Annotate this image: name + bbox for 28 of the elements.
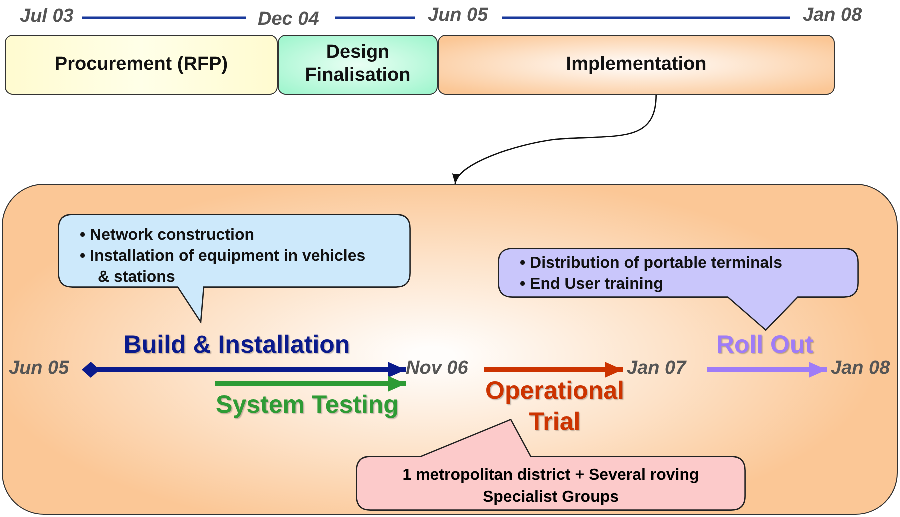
edge-label: Build & Installation: [122, 330, 352, 361]
edge-label: Roll Out: [715, 330, 815, 361]
timeline-date: Jun 05: [428, 5, 488, 27]
speech-bubble: [498, 248, 859, 332]
milestone-date: Nov 06: [406, 358, 478, 382]
bullet-item: • End User training: [520, 274, 664, 295]
bullet-item: • Distribution of portable terminals: [520, 254, 784, 274]
phase-bar: Design Finalisation: [278, 35, 438, 95]
edge-label: Operational Trial: [484, 376, 626, 438]
timeline-date: Jan 08: [803, 5, 862, 27]
arrow: [707, 362, 827, 378]
arrow: [454, 94, 657, 184]
phase-panel: [2, 184, 898, 515]
milestone-date: Jan 07: [627, 358, 695, 382]
arrow: [82, 362, 406, 378]
speech-bubble: [58, 214, 411, 324]
phase-bar: Implementation: [438, 35, 835, 95]
callout-text: 1 metropolitan district + Several roving Specialist Groups: [402, 466, 700, 508]
milestone-date: Jun 05: [9, 358, 79, 382]
edge-label: System Testing: [215, 390, 400, 421]
arrow: [484, 362, 623, 378]
arrow: [215, 376, 406, 392]
milestone-date: Jan 08: [831, 358, 899, 382]
phase-bar: Procurement (RFP): [5, 35, 278, 95]
bullet-item: • Installation of equipment in vehicles & stations: [80, 246, 367, 288]
timeline-date: Jul 03: [20, 6, 74, 28]
bullet-item: • Network construction: [80, 226, 256, 246]
timeline-date: Dec 04: [258, 9, 320, 31]
